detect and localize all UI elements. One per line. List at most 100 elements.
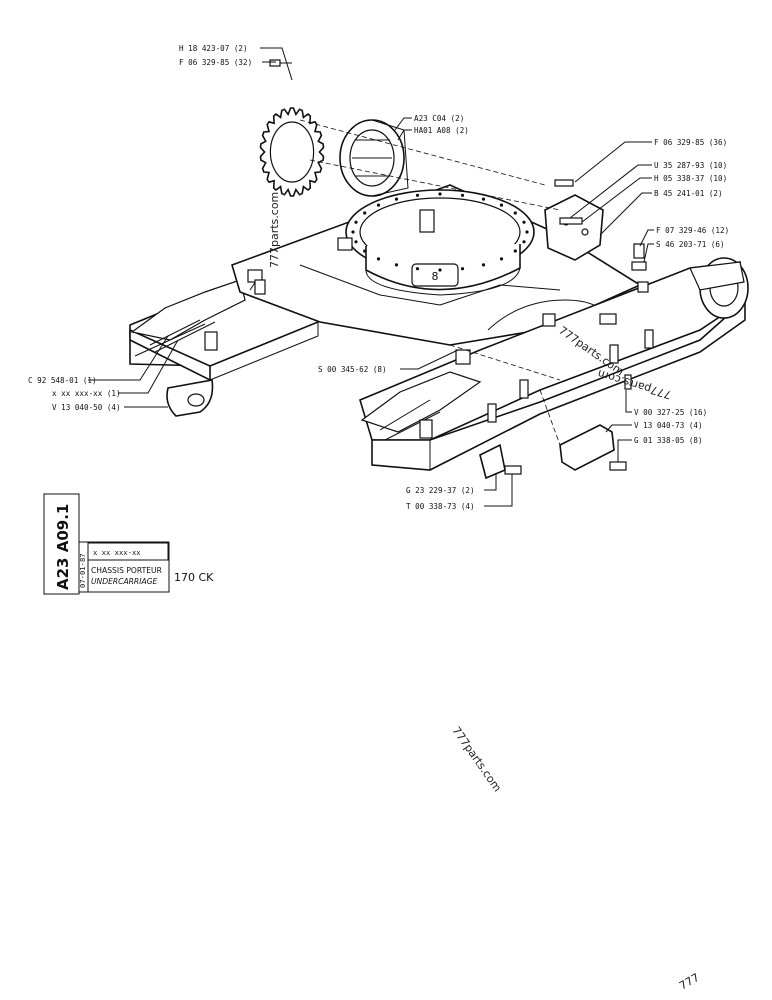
leader-right-c <box>617 439 632 462</box>
ring-bolt-hole <box>354 240 358 244</box>
ring-bolt-hole <box>351 230 355 234</box>
title-english: UNDERCARRIAGE <box>91 577 158 586</box>
leader-center <box>400 349 459 370</box>
leader-bottom-b <box>484 474 513 507</box>
drive-sprocket <box>259 107 325 197</box>
ring-bolt-hole <box>513 249 517 253</box>
guard-bolt <box>559 217 583 225</box>
ring-bolt-hole <box>354 220 358 224</box>
machine-model: 170 CK <box>174 571 214 584</box>
watermark-1: 777parts.com <box>268 192 281 268</box>
drawing-date: 07-01-87 <box>78 553 87 588</box>
label-left-b: x xx xxx-xx (1) <box>52 389 121 398</box>
left-frame-block <box>204 331 218 351</box>
left-guide-hole <box>187 393 205 407</box>
label-left-a: C 92 548-01 (1) <box>28 376 97 385</box>
travel-motor <box>339 119 409 197</box>
label-guard-b: U 35 287-93 (10) <box>654 161 727 170</box>
leader-guard-c <box>581 177 652 223</box>
right-screw <box>624 374 632 390</box>
sprocket-guard-plate <box>544 194 604 261</box>
left-frame-line-2 <box>154 321 216 353</box>
track-clamp <box>559 424 615 471</box>
left-frame-line-3 <box>134 323 206 357</box>
ring-bolt-hole <box>522 240 526 244</box>
ring-bolt-hole <box>525 230 529 234</box>
assembly-line-1 <box>299 119 546 186</box>
slewing-ring-base <box>365 267 521 296</box>
ring-bolt-hole <box>438 268 442 272</box>
assembly-line-2 <box>309 159 561 211</box>
right-frame-bracket-6 <box>599 313 617 325</box>
leader-bottom-a <box>484 474 497 491</box>
label-sprocket-a: H 18 423-07 (2) <box>179 44 248 53</box>
left-frame-edge-2 <box>209 335 319 381</box>
ring-bolt-hole <box>363 211 367 215</box>
right-frame-bracket-5 <box>637 281 649 293</box>
ref-box <box>87 542 169 561</box>
label-guard-a: F 06 329-85 (36) <box>654 138 727 147</box>
ring-bolt-hole <box>513 211 517 215</box>
left-guide-shoe <box>166 379 214 417</box>
ring-bolt-hole <box>481 263 486 267</box>
right-frame-line-2 <box>384 411 441 441</box>
right-frame-bracket-3 <box>519 379 529 399</box>
center-bracket-3 <box>337 237 353 251</box>
label-bottom-a: G 23 229-37 (2) <box>406 486 475 495</box>
ring-bolt-hole <box>415 267 420 271</box>
guide-shoe-body <box>479 443 506 480</box>
undercarriage-frame: 8 <box>129 184 749 471</box>
ring-bolt-hole <box>522 220 526 224</box>
guard-screw <box>554 179 574 187</box>
title-info-box <box>78 541 170 593</box>
label-right-c: G 01 338-05 (8) <box>634 436 703 445</box>
ring-bolt-hole <box>394 197 399 201</box>
ring-bolt-circle <box>351 192 529 272</box>
ring-bolt-hole <box>438 192 442 196</box>
ring-bolt-hole <box>376 203 381 207</box>
title-block: A23 A09.1 07-01-87 x xx xxx-xx CHASSIS P… <box>43 493 214 595</box>
ring-bolt-hole <box>376 257 381 261</box>
eye-nut <box>631 261 647 271</box>
ring-bolt-hole <box>363 249 367 253</box>
center-body-rib <box>299 264 441 306</box>
clamp-body <box>559 424 615 471</box>
leader-guard-b <box>569 164 652 219</box>
right-track-frame-side <box>371 298 746 471</box>
ring-number-plate <box>411 263 459 287</box>
center-bracket-1 <box>542 313 556 327</box>
bottom-screw <box>504 465 522 475</box>
eye-bolt <box>633 243 645 259</box>
left-frame-edge <box>209 321 319 367</box>
guide-shoe <box>479 443 506 480</box>
sprocket-bolt <box>269 59 281 67</box>
reference-number: x xx xxx-xx <box>93 548 141 557</box>
leader-eye-b <box>643 243 654 263</box>
label-eye-a: F 07 329-46 (12) <box>656 226 729 235</box>
right-frame-line <box>379 399 431 431</box>
center-bracket-2 <box>455 349 471 365</box>
watermark-5: 777 <box>677 971 702 993</box>
assembly-line-3 <box>539 389 561 446</box>
label-eye-b: S 46 203-71 (6) <box>656 240 725 249</box>
assembly-line-4 <box>449 344 561 381</box>
left-bolt <box>254 279 266 295</box>
watermark-4: 777parts.com <box>450 724 504 794</box>
leader-motor-b <box>397 129 412 141</box>
ring-bolt-hole <box>481 197 486 201</box>
guard-plate-body <box>544 194 604 261</box>
callout-labels: H 18 423-07 (2) F 06 329-85 (32) A23 C04… <box>28 44 729 511</box>
small-bolts <box>254 59 647 475</box>
ring-bracket <box>419 209 435 233</box>
right-frame-bracket-4 <box>487 403 497 423</box>
right-frame-bracket-1 <box>609 344 619 364</box>
label-sprocket-b: F 06 329-85 (32) <box>179 58 252 67</box>
leader-guard-a <box>574 141 652 183</box>
label-right-a: V 00 327-25 (16) <box>634 408 707 417</box>
ring-bolt-hole <box>499 257 504 261</box>
label-motor-a: A23 C04 (2) <box>414 114 464 123</box>
leader-left-a <box>88 335 169 381</box>
ring-bolt-hole <box>460 193 465 197</box>
